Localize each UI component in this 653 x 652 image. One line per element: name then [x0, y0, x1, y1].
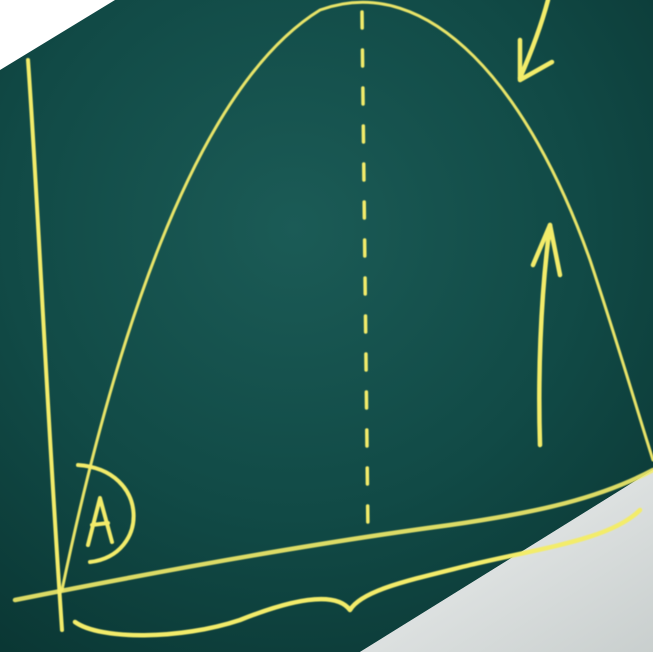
blackboard-photo: A: [0, 0, 653, 652]
